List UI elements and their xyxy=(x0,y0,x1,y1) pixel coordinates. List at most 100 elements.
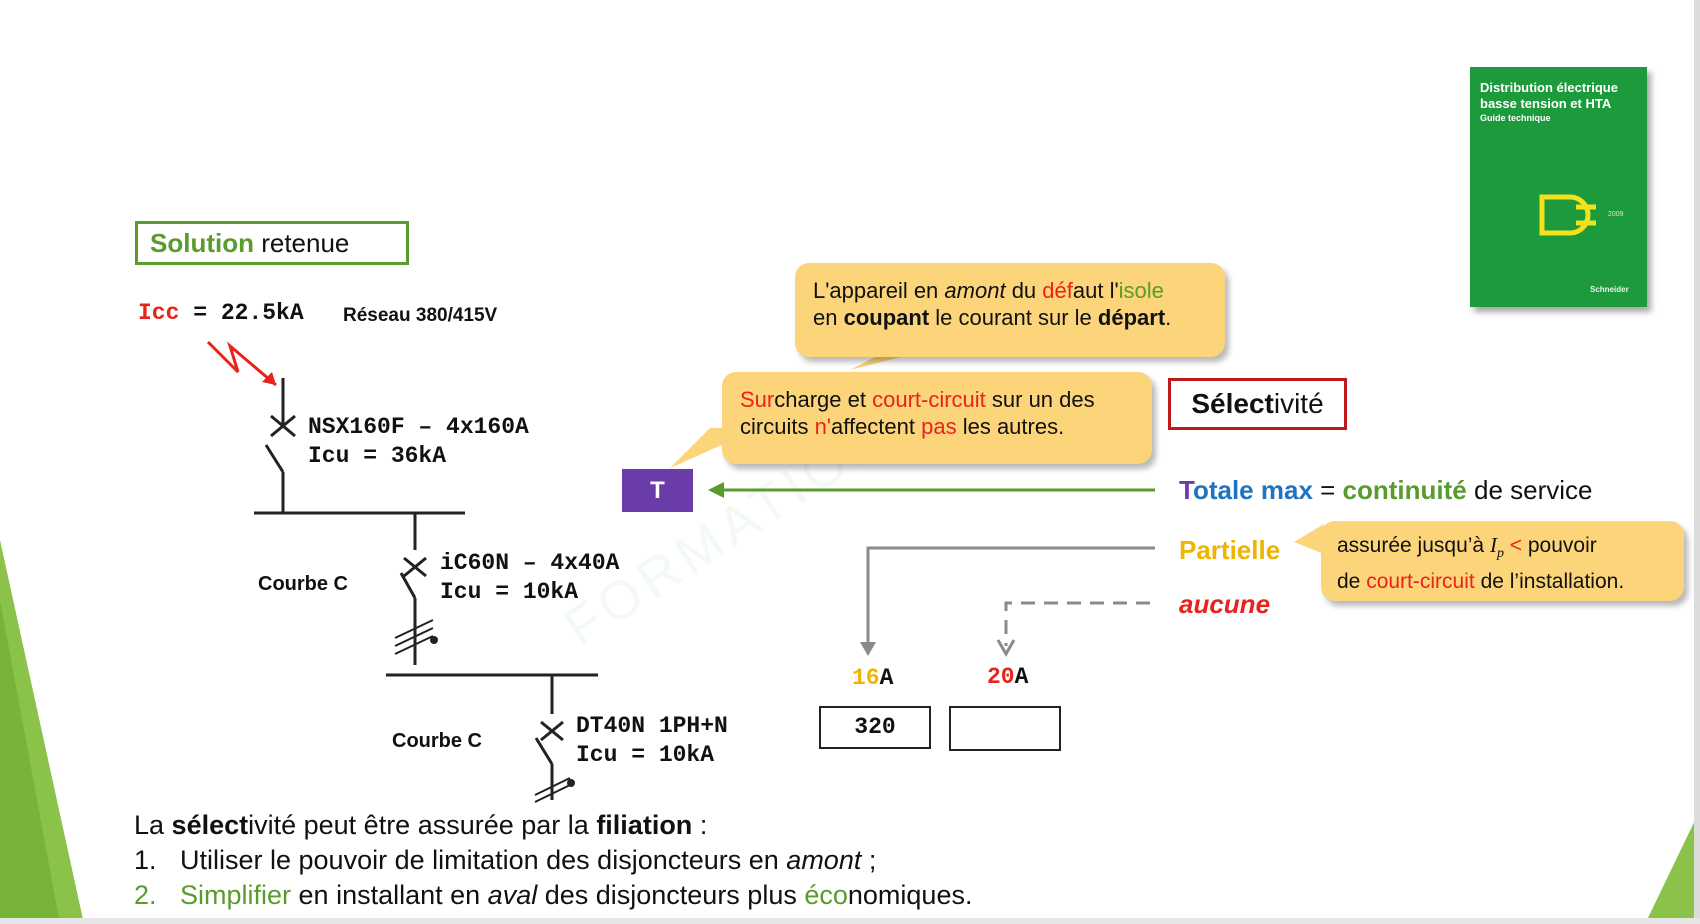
text-run: sélect xyxy=(171,810,249,840)
text-run: départ xyxy=(1097,305,1166,330)
text-run: nomiques. xyxy=(847,880,973,910)
text-run: de l’installation. xyxy=(1474,570,1625,594)
courbe-label: Courbe C xyxy=(258,573,348,595)
guide-year: 2009 xyxy=(1608,211,1624,218)
text-run: ; xyxy=(861,845,877,875)
text-run: aval xyxy=(487,880,538,910)
slide-decoration-right xyxy=(1645,0,1700,924)
text-run: de xyxy=(1337,570,1367,594)
callout-surcharge: Surcharge et court-circuit sur un des ci… xyxy=(722,372,1152,464)
level-partielle: Partielle xyxy=(1179,535,1281,565)
slide-bottom-border xyxy=(0,918,1700,924)
t-marker: T xyxy=(622,469,693,512)
device-name: NSX160F – 4x160A xyxy=(308,414,529,440)
text-run: pas xyxy=(921,414,957,439)
text-run: déf xyxy=(1042,278,1073,303)
bottom-text: La sélectivité peut être assurée par la … xyxy=(134,808,972,913)
text-run: 20 xyxy=(987,664,1015,690)
aucune-arrow xyxy=(1004,601,1150,646)
device-name: DT40N 1PH+N xyxy=(576,713,728,739)
text-run: circuits xyxy=(740,414,815,439)
text-run: éco xyxy=(804,880,848,910)
retenue-label: retenue xyxy=(253,228,350,258)
text-run: I xyxy=(1489,533,1497,557)
icc-label: Icc xyxy=(138,300,180,326)
value-box-20a xyxy=(949,706,1061,751)
guide-cover-image: Distribution électrique basse tension et… xyxy=(1470,67,1647,307)
guide-brand: Schneider xyxy=(1590,285,1629,294)
plug-icon xyxy=(1539,194,1596,236)
device-icu: Icu = 10kA xyxy=(440,579,579,605)
device-nsx160f: NSX160F – 4x160A Icu = 36kA xyxy=(308,413,529,471)
text-run: charge et xyxy=(774,387,873,412)
text-run: ivité peut être assurée par la xyxy=(248,810,597,840)
guide-title: Distribution électrique basse tension et… xyxy=(1480,80,1618,111)
partielle-arrowhead xyxy=(860,642,876,656)
fault-arrowhead xyxy=(262,372,276,385)
icc-value: = 22.5kA xyxy=(179,300,304,326)
value-box-16a: 320 xyxy=(819,706,931,749)
text-run: La xyxy=(134,810,172,840)
text-run: assurée jusqu’à xyxy=(1337,534,1490,557)
reseau-text: Réseau 380/415V xyxy=(343,305,498,326)
device-dt40n: DT40N 1PH+N Icu = 10kA xyxy=(576,712,728,770)
breaker-ic60n xyxy=(394,513,438,665)
text-run: le courant sur le xyxy=(929,305,1098,330)
solution-label: Solution xyxy=(150,228,254,258)
text-run: A xyxy=(879,665,894,691)
bottom-line-3: 2. Simplifier en installant en aval des d… xyxy=(134,878,972,913)
device-icu: Icu = 36kA xyxy=(308,443,447,469)
text-run: de service xyxy=(1466,475,1593,505)
icc-line: Icc = 22.5kA xyxy=(138,300,304,326)
selectivity-arrows xyxy=(708,482,1155,658)
text-run: p xyxy=(1496,546,1504,562)
text-run: continuité xyxy=(1342,475,1467,505)
fault-arrow-icon xyxy=(206,340,277,387)
solution-retenue-box: Solution retenue xyxy=(135,221,409,265)
text-run: affectent xyxy=(831,414,922,439)
text-run: T xyxy=(1179,475,1193,505)
text-run: pouvoir xyxy=(1527,534,1597,557)
single-line-diagram xyxy=(206,340,598,803)
text-run: . xyxy=(1165,305,1172,330)
list-number: 1. xyxy=(134,845,157,875)
courbe-label: Courbe C xyxy=(392,730,482,752)
text-run: amont xyxy=(786,845,862,875)
text-run: des disjoncteurs plus xyxy=(537,880,805,910)
text-run: filiation xyxy=(596,810,693,840)
text-run: ivité xyxy=(1273,388,1324,419)
callout-amont: L'appareil en amont du défaut l'isole en… xyxy=(795,263,1225,357)
text-run: en installant en xyxy=(291,880,488,910)
text-run: sur un des xyxy=(985,387,1095,412)
text-run: = xyxy=(1312,475,1343,505)
breaker-nsx160f xyxy=(264,378,296,512)
text-run: en xyxy=(813,305,844,330)
text-run: < xyxy=(1503,534,1528,557)
partielle-arrow xyxy=(866,546,1155,648)
aucune-arrowhead xyxy=(996,639,1016,658)
text-run: 16 xyxy=(852,665,880,691)
amp-label-16: 16A xyxy=(852,665,893,691)
text-run: court-circuit xyxy=(872,387,986,412)
breaker-dt40n xyxy=(534,675,575,803)
list-number: 2. xyxy=(134,880,157,910)
bubble-tail-partielle xyxy=(1294,524,1324,554)
callout-partielle: assurée jusqu’à Ip < pouvoir de court-ci… xyxy=(1321,521,1684,601)
text-run: court-circuit xyxy=(1366,570,1475,594)
text-run: amont xyxy=(944,278,1006,303)
text-run: n' xyxy=(814,414,831,439)
device-icu: Icu = 10kA xyxy=(576,742,715,768)
guide-subtitle: Guide technique xyxy=(1480,113,1551,123)
text-run: : xyxy=(692,810,708,840)
text-run: coupant xyxy=(843,305,930,330)
text-run: isole xyxy=(1118,278,1164,303)
text-run: A xyxy=(1014,664,1029,690)
text-run: du xyxy=(1005,278,1043,303)
text-run: Simplifier xyxy=(180,880,292,910)
device-name: iC60N – 4x40A xyxy=(440,550,620,576)
text-run: les autres. xyxy=(956,414,1065,439)
text-run: otale max xyxy=(1192,475,1313,505)
text-run: Sélect xyxy=(1191,388,1274,419)
level-totale: Totale max = continuité de service xyxy=(1179,475,1593,506)
text-run: Sur xyxy=(740,387,775,412)
